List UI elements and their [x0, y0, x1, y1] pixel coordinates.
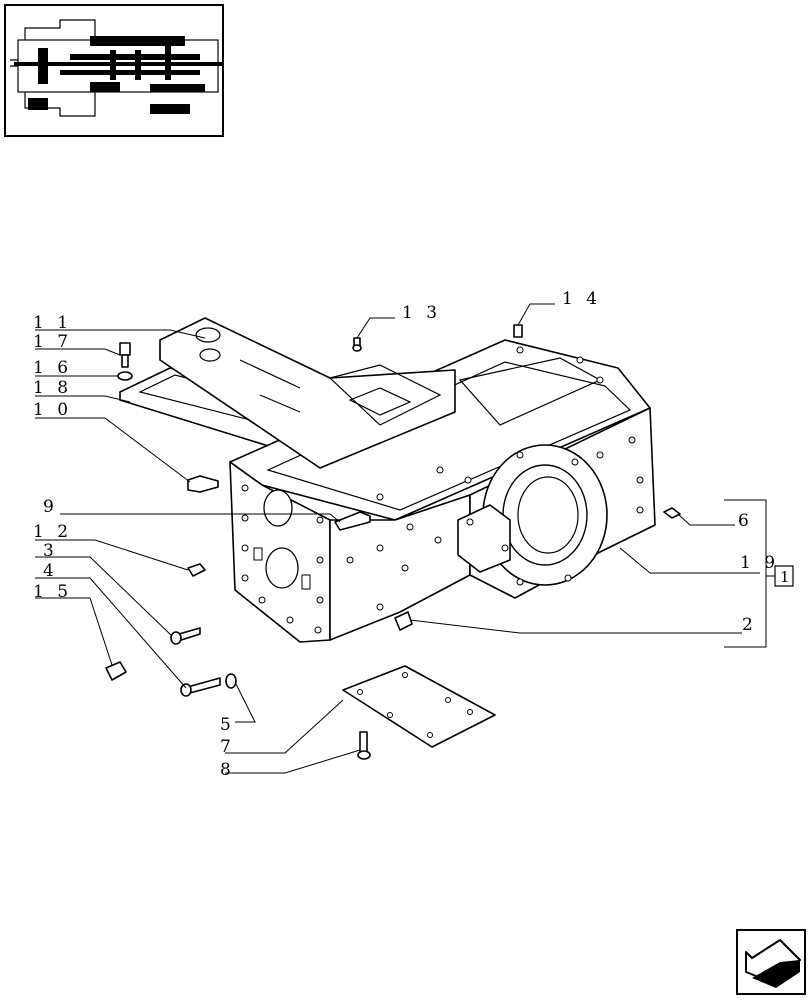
- bolt-3: [170, 627, 201, 645]
- bolt-4: [180, 677, 221, 697]
- callout-labels: 1 1 1 7 1 6 1 8 1 0 9 1 2 3 4 1 5 5 7 8 …: [33, 289, 794, 780]
- callout-5: 5: [220, 715, 235, 735]
- callout-10: 1 0: [33, 400, 72, 420]
- plug-2: [394, 611, 413, 631]
- dowel-6: [663, 507, 681, 519]
- transmission-housing-19: [229, 339, 656, 643]
- washer-5: [225, 673, 237, 689]
- callout-11: 1 1: [33, 313, 72, 333]
- transmission-thumbnail-icon: [10, 19, 222, 117]
- plug-12: [187, 563, 206, 577]
- callout-2: 2: [742, 615, 757, 635]
- callout-7: 7: [220, 737, 235, 757]
- next-page-arrow-icon: [745, 939, 801, 988]
- assembly-thumbnail[interactable]: [4, 4, 224, 137]
- top-cover-11: [159, 317, 456, 469]
- bolt-8: [357, 731, 371, 760]
- dowel-14: [513, 324, 523, 338]
- callout-6: 6: [738, 511, 753, 531]
- leader-lines: [35, 303, 775, 774]
- callout-13: 1 3: [402, 303, 441, 323]
- next-page-button[interactable]: [736, 929, 806, 995]
- callout-18: 1 8: [33, 378, 72, 398]
- plug-15: [105, 661, 127, 681]
- callout-14: 1 4: [562, 289, 601, 309]
- bolt-17: [119, 342, 131, 368]
- callout-8: 8: [220, 760, 235, 780]
- washer-16: [117, 371, 133, 381]
- bolt-13: [352, 337, 362, 352]
- bottom-plate-7: [342, 665, 496, 748]
- group-ref-label: 1: [780, 568, 790, 586]
- callout-16: 1 6: [33, 358, 72, 378]
- callout-17: 1 7: [33, 332, 72, 352]
- callout-9: 9: [43, 497, 58, 517]
- callout-15: 1 5: [33, 582, 72, 602]
- callout-19: 1 9: [740, 553, 779, 573]
- callout-4: 4: [43, 561, 58, 581]
- bolt-10: [187, 475, 219, 493]
- group-ref-box: [774, 565, 794, 587]
- callout-12: 1 2: [33, 522, 72, 542]
- bolt-9: [334, 511, 371, 531]
- callout-3: 3: [43, 541, 58, 561]
